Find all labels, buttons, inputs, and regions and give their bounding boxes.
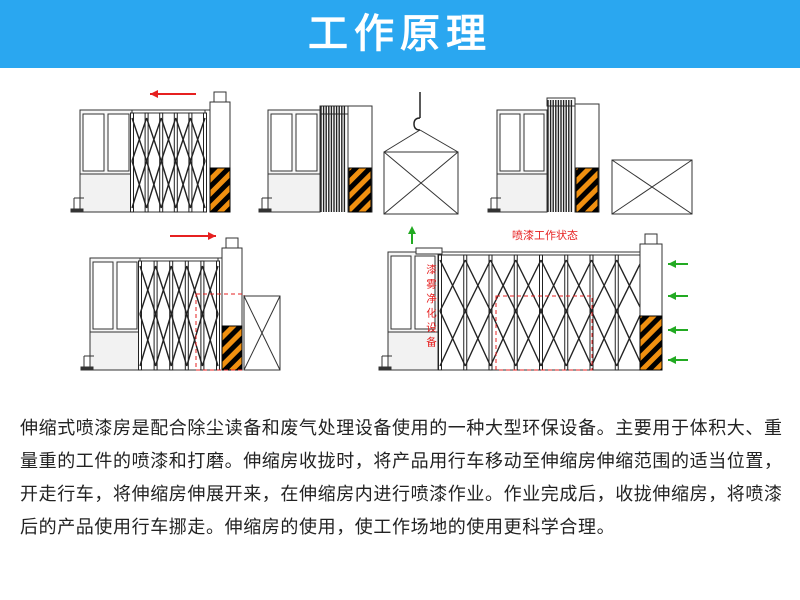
- airflow-arrow-2-head: [668, 292, 676, 300]
- cabinet-foot: [70, 208, 84, 213]
- panel5-booth-scissor-arm: [439, 310, 466, 367]
- hazard-stripe-post: [209, 167, 231, 213]
- panel5-booth-scissor-arm: [540, 310, 567, 367]
- panel5-booth-scissor-arm: [616, 310, 643, 367]
- panel1-booth-scissor-arm: [189, 117, 206, 162]
- cabinet-door-right: [523, 113, 545, 172]
- panel5-booth-scissor-arm: [515, 310, 542, 367]
- panel5-booth-scissor-arm: [464, 259, 492, 312]
- panel5-booth-scissor-arm: [489, 310, 517, 367]
- panel1-booth-scissor-arm: [145, 160, 162, 209]
- hazard-stripe-post: [575, 167, 599, 213]
- panel1-booth-scissor-arm: [160, 117, 177, 162]
- panel5-booth-scissor-arm: [515, 259, 542, 312]
- crane-sling-right: [419, 129, 459, 153]
- title-banner: [0, 0, 800, 68]
- panel4-booth-scissor-arm: [139, 265, 157, 315]
- cabinet-door-right: [116, 261, 138, 330]
- diagram-stages: [70, 90, 693, 371]
- panel5-booth-scissor-arm: [565, 310, 593, 367]
- panel1-booth-scissor-arm: [175, 117, 192, 162]
- panel4-booth-scissor-arm: [154, 313, 172, 367]
- exhaust-arrow-head: [408, 226, 416, 234]
- crane-hook: [413, 117, 421, 131]
- cabinet-door-left: [499, 113, 521, 172]
- column-cap: [644, 233, 658, 245]
- cabinet-foot: [80, 366, 94, 371]
- panel2-workpiece-brace: [383, 151, 459, 215]
- panel5-booth-scissor-arm: [489, 259, 517, 312]
- panel1-booth-scissor-arm: [131, 160, 148, 209]
- airflow-arrow-3-head: [668, 326, 676, 334]
- panel4-workpiece-brace: [243, 295, 281, 371]
- purification-label: 漆雾净化设备: [425, 263, 437, 351]
- panel5-duct-top: [415, 247, 443, 255]
- panel4-booth-scissor-arm: [154, 265, 172, 315]
- cabinet-door-right: [107, 113, 130, 172]
- cabinet-door-left: [92, 261, 114, 330]
- panel5-workpiece-outline: [495, 295, 593, 371]
- panel4-booth-scissor-arm: [186, 313, 204, 367]
- column-cap: [225, 237, 239, 249]
- panel1-booth-top-rail: [131, 109, 206, 114]
- panel5-booth-scissor-arm: [590, 310, 618, 367]
- cabinet-foot: [487, 208, 501, 213]
- panel5-booth-scissor-arm: [616, 259, 643, 312]
- panel5-booth-scissor-arm: [565, 259, 593, 312]
- cabinet-door-left: [270, 113, 293, 172]
- panel4-booth-scissor-arm: [201, 265, 219, 315]
- panel4-booth-scissor-arm: [201, 313, 219, 367]
- panel1-booth-scissor-arm: [160, 160, 177, 209]
- panel5-booth-scissor-arm: [540, 259, 567, 312]
- panel3-workpiece-brace: [611, 159, 693, 215]
- cabinet-base: [496, 173, 548, 213]
- cabinet-foot: [378, 366, 392, 371]
- working-principle-diagram: 喷漆工作状态 漆雾净化设备: [70, 90, 693, 371]
- panel4-booth-scissor-arm: [139, 313, 157, 367]
- cabinet-foot: [258, 208, 272, 213]
- panel5-booth-scissor-arm: [439, 259, 466, 312]
- panel4-booth-scissor-arm: [186, 265, 204, 315]
- description-text: 伸缩式喷漆房是配合除尘读备和废气处理设备使用的一种大型环保设备。主要用于体积大、…: [20, 418, 783, 538]
- hazard-stripe-post: [639, 315, 663, 371]
- hazard-stripe-post: [348, 167, 372, 213]
- airflow-arrow-1-head: [668, 260, 676, 268]
- cabinet-base: [89, 331, 141, 371]
- panel4-booth-scissor-arm: [170, 265, 188, 315]
- panel1-booth-scissor-arm: [189, 160, 206, 209]
- airflow-arrow-4-head: [668, 356, 676, 364]
- panel5-booth-scissor-arm: [590, 259, 618, 312]
- panel5-booth-scissor-arm: [464, 310, 492, 367]
- panel1-booth-scissor-arm: [175, 160, 192, 209]
- cabinet-base: [267, 173, 321, 213]
- crane-sling-left: [383, 129, 421, 153]
- panel4-booth-scissor-arm: [170, 313, 188, 367]
- page-title: 工作原理: [308, 11, 492, 57]
- column-cap: [213, 91, 227, 103]
- panel1-retract-arrow-head: [150, 90, 158, 98]
- panel4-booth-top-rail: [139, 257, 219, 262]
- panel1-booth-scissor-arm: [145, 117, 162, 162]
- spray-state-label: 喷漆工作状态: [512, 228, 578, 242]
- hazard-stripe-post: [221, 325, 243, 371]
- cabinet-door-left: [390, 255, 412, 330]
- cabinet-door-left: [82, 113, 105, 172]
- panel1-booth-scissor-arm: [131, 117, 148, 162]
- cabinet-base: [79, 173, 133, 213]
- panel4-extend-arrow-head: [208, 232, 216, 240]
- cabinet-door-right: [414, 255, 436, 330]
- cabinet-door-right: [295, 113, 318, 172]
